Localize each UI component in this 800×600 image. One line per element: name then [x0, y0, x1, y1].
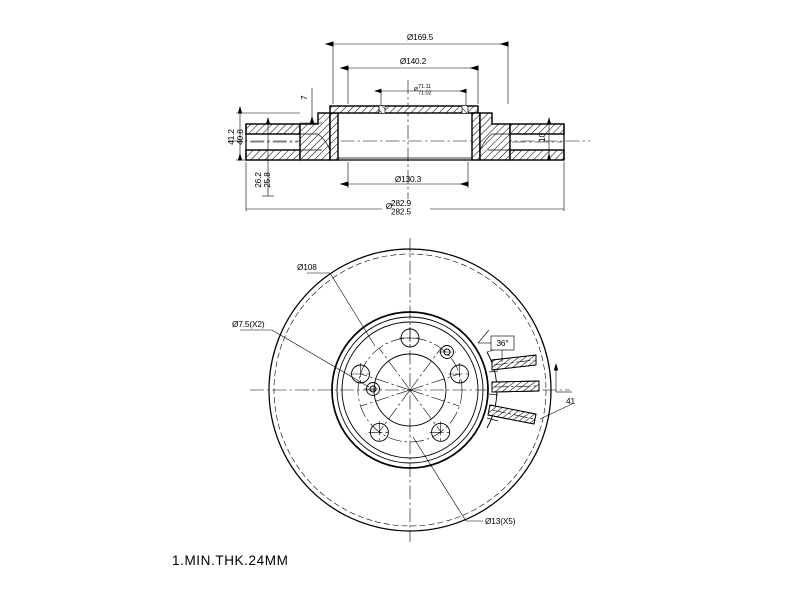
radial-construction-lines: [360, 347, 460, 433]
dim-label-bore-upper: 71.11: [418, 84, 431, 90]
label-angle-36: 36°: [496, 338, 508, 348]
leader-13: Ø13(X5): [412, 436, 516, 526]
section-view: Ø169.5 Ø140.2 Ø 71.11 71.02 7 10: [226, 32, 590, 218]
dim-label-thickness-7: 7: [299, 95, 309, 100]
leader-108: Ø108: [297, 262, 376, 347]
hat-section-right: [471, 112, 481, 161]
dimension-140-2: Ø140.2: [339, 56, 479, 104]
hat-outer-ring: [331, 311, 489, 469]
face-view: Ø108 Ø7.5(X2) Ø13(X5) 36° 41: [232, 238, 576, 542]
leader-7-5: Ø7.5(X2): [232, 319, 370, 388]
dim-label-height-lower: 40.8: [235, 129, 245, 145]
hat-ring-inner: [336, 316, 484, 464]
bolt-circle-pcd: [357, 337, 463, 443]
friction-ring-left: [245, 123, 301, 161]
dim-label-130-3: Ø130.3: [395, 174, 422, 184]
bolt-holes-13mm: [349, 327, 471, 444]
dim-label-140-2: Ø140.2: [400, 56, 427, 66]
dim-label-offset-upper: 26.2: [253, 172, 263, 188]
dim-label-bore-symbol: Ø: [414, 87, 419, 93]
dimension-offset-26: 26.2 25.8: [253, 117, 274, 197]
drawing-note: 1.MIN.THK.24MM: [172, 553, 288, 568]
holes-7-5mm: [364, 345, 456, 396]
dim-label-bore-lower: 71.02: [418, 91, 432, 97]
dimension-thickness-7: 7: [299, 88, 322, 124]
dimension-bore-71: Ø 71.11 71.02: [374, 84, 467, 105]
disc-inner-edge-hidden: [273, 253, 547, 527]
dimension-vane-41: 41: [539, 363, 576, 420]
cooling-vanes-cutaway: [486, 347, 540, 429]
callout-36-degrees: 36°: [477, 329, 515, 362]
dim-label-height-upper: 41.2: [226, 129, 236, 145]
label-diameter-108: Ø108: [297, 262, 317, 272]
disc-outer-diameter: [268, 248, 552, 532]
hat-blend-right: [479, 112, 511, 161]
dimension-thickness-10: 10: [537, 117, 552, 161]
dimension-height-41: 41.2 40.8: [226, 106, 300, 161]
dim-label-282-symbol: Ø: [386, 201, 393, 211]
hat-flange: [329, 106, 479, 161]
dimension-130-3: Ø130.3: [339, 162, 469, 188]
dimension-169-5: Ø169.5: [324, 32, 509, 104]
dimension-282: Ø 282.9 282.5: [245, 162, 565, 218]
dim-label-169-5: Ø169.5: [407, 32, 434, 42]
hat-section-left: [329, 112, 339, 161]
dim-label-282-lower: 282.5: [391, 207, 412, 217]
label-hole-7-5: Ø7.5(X2): [232, 319, 265, 329]
label-dim-41: 41: [566, 396, 575, 406]
label-hole-13: Ø13(X5): [485, 516, 516, 526]
dim-label-thickness-10: 10: [537, 133, 547, 142]
pilot-bore: [373, 353, 447, 427]
dim-label-offset-lower: 25.8: [262, 172, 272, 188]
hat-step-ring: [341, 321, 479, 459]
dim-label-282-upper: 282.9: [391, 198, 412, 208]
